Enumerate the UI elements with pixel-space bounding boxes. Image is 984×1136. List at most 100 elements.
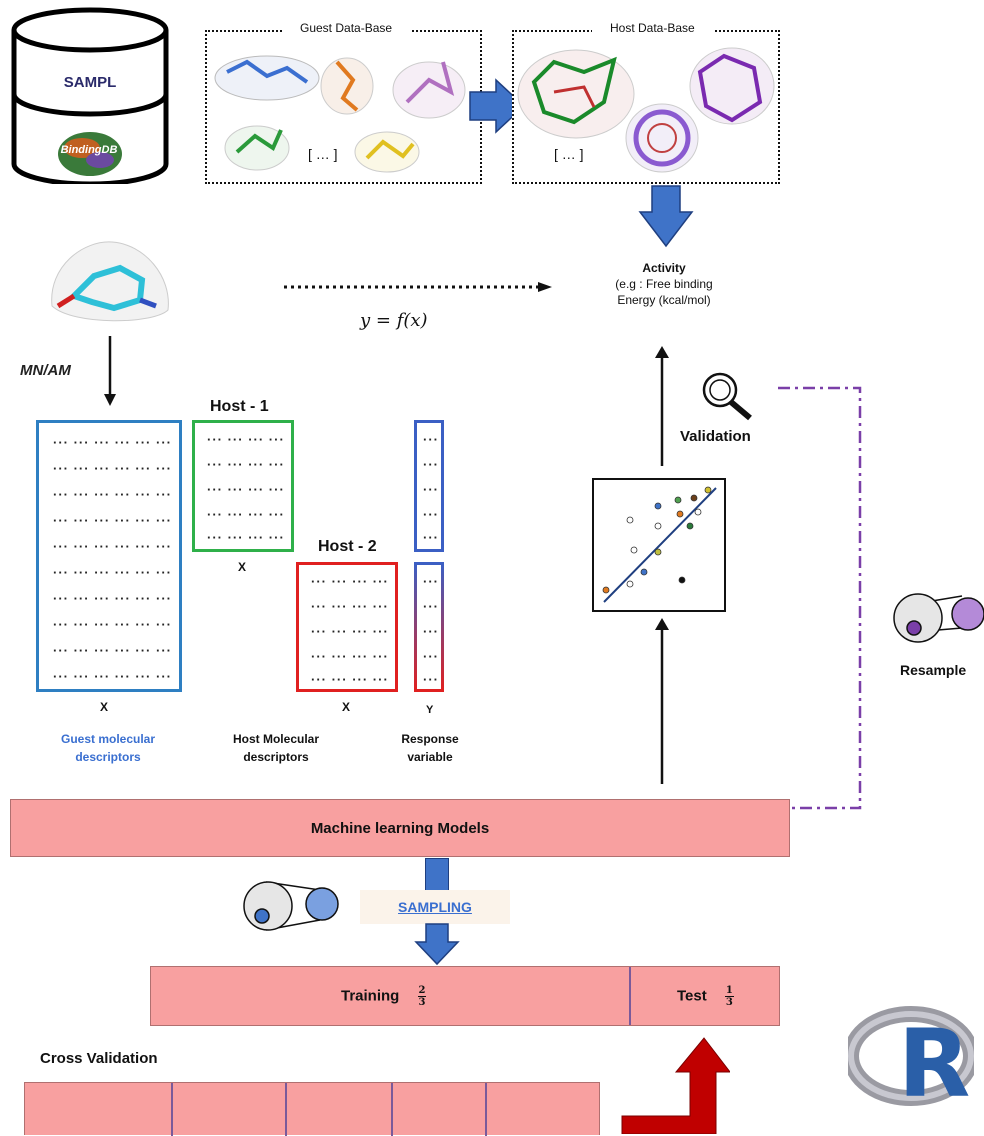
host1-matrix-row: ··· ··· ··· ··· [207,482,285,497]
guest-database-box [205,30,482,184]
host1-descriptor-matrix: ··· ··· ··· ··· ··· ··· ··· ··· ··· ··· … [192,420,294,552]
test-fraction-numerator: 1 [724,985,734,997]
activity-line-1: (e.g : Free binding [615,277,713,291]
fold-divider [171,1083,173,1136]
train-test-split-bar: Training 2 3 Test 1 3 [150,966,780,1026]
response-caption-line-2: variable [407,750,453,764]
cross-validation-folds [24,1082,600,1136]
test-segment: Test 1 3 [677,985,734,1008]
red-turn-arrow-icon [621,1037,730,1134]
host1-title: Host - 1 [210,398,269,415]
r-logo-letter: R [898,1010,971,1119]
guest-matrix-row: ··· ··· ··· ··· ··· ··· [53,539,172,554]
r-logo-icon [848,1006,974,1106]
guest-database-title: Guest Data-Base [282,21,411,35]
guest-caption-line-1: Guest molecular [60,732,156,746]
y-vector-cell: ··· [423,457,439,472]
host2-title: Host - 2 [318,538,377,555]
dotted-arrow-icon [284,282,552,292]
fold-divider [485,1083,487,1136]
sampling-circles-icon [243,881,339,931]
magnifier-icon [702,372,752,421]
y-vector-cell: ··· [423,507,439,522]
validation-scatter-plot [592,478,726,612]
host1-matrix-row: ··· ··· ··· ··· [207,457,285,472]
test-fraction: 1 3 [724,985,734,1008]
guest-matrix-row: ··· ··· ··· ··· ··· ··· [53,513,172,528]
ml-models-label: Machine learning Models [310,819,490,837]
training-segment: Training 2 3 [341,985,427,1008]
response-variable-caption: Response variable [380,730,480,766]
training-fraction: 2 3 [417,985,427,1008]
arrow-right-icon [469,78,526,134]
host1-matrix-row: ··· ··· ··· ··· [207,507,285,522]
guest-matrix-row: ··· ··· ··· ··· ··· ··· [53,617,172,632]
host-database-title: Host Data-Base [592,21,713,35]
y-vector-cell: ··· [423,574,439,589]
equation-text: y = f(x) [360,310,428,331]
guest-descriptors-caption: Guest molecular descriptors [30,730,186,766]
guest-matrix-row: ··· ··· ··· ··· ··· ··· [53,565,172,580]
bindingdb-logo: BindingDB [60,144,118,156]
y-vector-cell: ··· [423,530,439,545]
sampl-label: SAMPL [63,74,117,91]
host2-x-label: X [342,700,351,714]
y-vector-cell: ··· [423,599,439,614]
y-vector-cell: ··· [423,649,439,664]
host1-matrix-row: ··· ··· ··· ··· [207,432,285,447]
response-vector-top: ··· ··· ··· ··· ··· [414,420,444,552]
resample-circles-icon [893,593,984,643]
host-descriptors-caption: Host Molecular descriptors [206,730,346,766]
response-caption-line-1: Response [401,732,459,746]
host-caption-line-2: descriptors [243,750,309,764]
guest-matrix-row: ··· ··· ··· ··· ··· ··· [53,669,172,684]
training-fraction-numerator: 2 [417,985,427,997]
host2-matrix-row: ··· ··· ··· ··· [311,649,389,664]
resample-label: Resample [900,662,967,678]
scatter-plot-illustration [602,486,717,603]
y-label: Y [426,704,434,716]
mnam-logo: MN/AM [20,362,71,379]
guest-matrix-row: ··· ··· ··· ··· ··· ··· [53,461,172,476]
training-fraction-denominator: 3 [418,997,426,1008]
sampling-label[interactable]: SAMPLING [398,899,472,915]
host2-matrix-row: ··· ··· ··· ··· [311,672,389,687]
sampling-box[interactable]: SAMPLING [360,890,510,924]
guest-matrix-row: ··· ··· ··· ··· ··· ··· [53,591,172,606]
guest-matrix-row: ··· ··· ··· ··· ··· ··· [53,435,172,450]
arrow-up-validation-icon [655,346,669,466]
connector-bar [425,858,449,894]
arrow-up-models-icon [655,618,669,784]
activity-line-2: Energy (kcal/mol) [617,293,711,307]
y-vector-cell: ··· [423,672,439,687]
y-vector-cell: ··· [423,432,439,447]
arrow-down-sampling-icon [414,923,460,966]
host2-matrix-row: ··· ··· ··· ··· [311,599,389,614]
arrow-down-small-icon [104,336,116,406]
host-molecules-illustration [517,47,775,173]
guest-matrix-row: ··· ··· ··· ··· ··· ··· [53,643,172,658]
y-vector-cell: ··· [423,482,439,497]
guest-molecule-3d-icon [51,241,169,322]
guest-caption-line-2: descriptors [75,750,141,764]
host-caption-line-1: Host Molecular [232,732,319,746]
host1-matrix-row: ··· ··· ··· ··· [207,530,285,545]
activity-label: Activity (e.g : Free binding Energy (kca… [584,260,744,308]
host2-matrix-row: ··· ··· ··· ··· [311,574,389,589]
arrow-down-icon [638,185,694,248]
resample-connector [528,386,862,814]
validation-label: Validation [680,428,751,445]
response-vector-bottom: ··· ··· ··· ··· ··· [414,562,444,692]
ml-models-bar: Machine learning Models [10,799,790,857]
training-label: Training [341,987,400,1005]
host2-descriptor-matrix: ··· ··· ··· ··· ··· ··· ··· ··· ··· ··· … [296,562,398,692]
host-ellipsis: [ … ] [554,146,584,162]
test-fraction-denominator: 3 [725,997,733,1008]
guest-x-label: X [100,700,109,714]
guest-matrix-row: ··· ··· ··· ··· ··· ··· [53,487,172,502]
database-cylinder-icon [11,7,169,184]
host2-matrix-row: ··· ··· ··· ··· [311,624,389,639]
guest-ellipsis: [ … ] [308,146,338,162]
fold-divider [285,1083,287,1136]
split-divider [629,967,631,1025]
